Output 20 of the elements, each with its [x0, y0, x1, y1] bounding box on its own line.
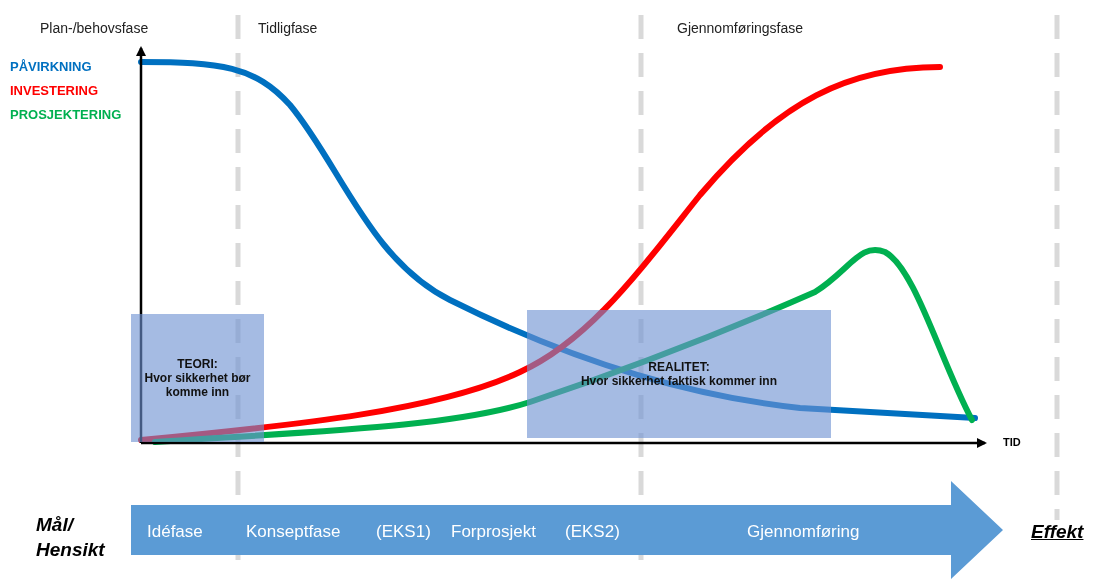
box-heading: REALITET: [648, 360, 710, 374]
phase-title: Tidligfase [258, 20, 318, 36]
phase-label: (EKS2) [565, 522, 620, 542]
phase-label: Konseptfase [246, 522, 341, 542]
phase-label: Forprosjekt [451, 522, 537, 542]
axis-label: TID [1003, 436, 1021, 448]
box-heading: TEORI: [177, 357, 218, 371]
phase-title: Plan-/behovsfase [40, 20, 149, 36]
box-text: Hvor sikkerhet bør komme inn [143, 371, 252, 399]
reality-box [527, 310, 831, 438]
theory-box [131, 314, 264, 442]
effect-label: Effekt [1031, 521, 1084, 543]
legend-label: PÅVIRKNING [10, 59, 92, 74]
phase-title: Gjennomføringsfase [677, 20, 804, 36]
goal-label: Mål/ Hensikt [36, 513, 106, 562]
legend-label: INVESTERING [10, 83, 99, 98]
phase-label: Idéfase [147, 522, 203, 542]
phase-label: (EKS1) [376, 522, 431, 542]
phase-label: Gjennomføring [747, 522, 860, 542]
legend-label: PROSJEKTERING [10, 107, 122, 122]
